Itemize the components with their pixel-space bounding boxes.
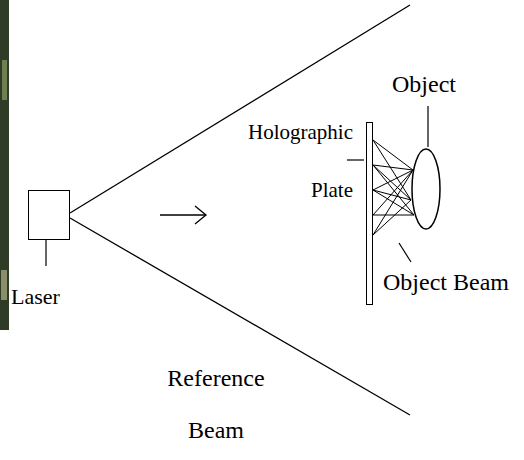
- direction-arrow: [160, 206, 206, 224]
- leader-line: [427, 106, 428, 147]
- photo-strip: [2, 60, 7, 100]
- leader-line: [45, 240, 46, 266]
- leader-line: [347, 159, 364, 160]
- photo-strip: [1, 270, 7, 300]
- object-beam-rays: [373, 140, 414, 235]
- beam-label: Object Beam: [383, 268, 509, 296]
- beam-line: [70, 5, 410, 213]
- beam-label: Reference Beam: [160, 352, 272, 456]
- node-label: Object: [392, 70, 456, 98]
- photo-strip: [0, 0, 9, 330]
- ellipse-outline: [411, 148, 441, 230]
- laser-box: Laser: [28, 190, 70, 240]
- object-ellipse: Object: [411, 148, 441, 230]
- node-label: Holographic Plate: [233, 103, 353, 219]
- holographic-plate: Holographic Plate: [366, 122, 373, 305]
- leader-line: [399, 243, 411, 262]
- node-label: Laser: [11, 284, 60, 310]
